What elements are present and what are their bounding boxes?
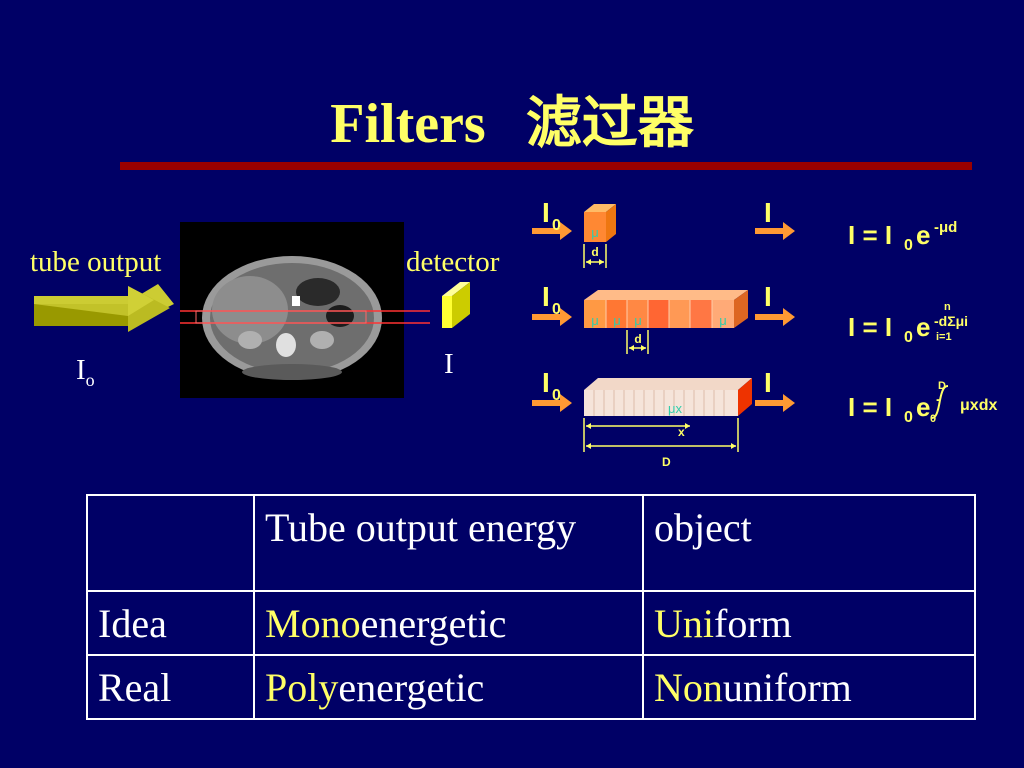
svg-text:e: e <box>916 220 930 250</box>
svg-text:0: 0 <box>904 409 913 426</box>
svg-text:I = I: I = I <box>848 312 892 342</box>
svg-text:0: 0 <box>904 237 913 254</box>
d-label-2: d <box>634 332 641 346</box>
cell-energy-real: Polyenergetic <box>254 655 643 719</box>
mu-label-1: μ <box>591 225 599 240</box>
svg-text:0: 0 <box>552 217 561 234</box>
table-header-object: object <box>643 495 975 591</box>
table-row: Real Polyenergetic Nonuniform <box>87 655 975 719</box>
formula-1: I = I 0 e -μd <box>848 219 957 254</box>
svg-text:I: I <box>764 367 772 398</box>
svg-text:-μd: -μd <box>934 219 957 236</box>
ct-scan-image <box>180 222 404 398</box>
svg-text:μ: μ <box>591 313 599 328</box>
svg-text:D: D <box>938 380 946 392</box>
svg-text:I: I <box>764 281 772 312</box>
x-label: x <box>678 425 685 439</box>
svg-text:μ: μ <box>634 313 642 328</box>
cell-energy-idea: Monoenergetic <box>254 591 643 655</box>
table-header-energy: Tube output energy <box>254 495 643 591</box>
row-label-idea: Idea <box>87 591 254 655</box>
svg-text:n: n <box>944 301 951 313</box>
table-header-empty <box>87 495 254 591</box>
d-label-1: d <box>591 245 598 259</box>
svg-text:e: e <box>916 312 930 342</box>
tube-output-arrow <box>34 284 174 332</box>
formula-3: I = I 0 e - D 0 μxdx <box>848 380 997 426</box>
svg-text:I: I <box>542 197 550 228</box>
svg-text:0: 0 <box>552 387 561 404</box>
svg-text:e: e <box>916 392 930 422</box>
svg-text:I: I <box>542 367 550 398</box>
svg-text:I = I: I = I <box>848 220 892 250</box>
D-label: D <box>662 455 671 469</box>
formula-2: I = I 0 e n -dΣμi i=1 <box>848 301 968 346</box>
svg-text:0: 0 <box>930 413 936 425</box>
table-header-row: Tube output energy object <box>87 495 975 591</box>
svg-text:0: 0 <box>552 301 561 318</box>
svg-text:i=1: i=1 <box>936 331 952 343</box>
svg-text:0: 0 <box>904 329 913 346</box>
mu-x-label: μx <box>668 401 682 416</box>
transmitted-arrows <box>755 222 795 412</box>
svg-text:μxdx: μxdx <box>960 397 997 414</box>
svg-text:I: I <box>542 281 550 312</box>
cell-object-idea: Uniform <box>643 591 975 655</box>
comparison-table: Tube output energy object Idea Monoenerg… <box>86 494 976 720</box>
svg-text:μ: μ <box>613 313 621 328</box>
x-and-D-markers <box>584 418 738 452</box>
svg-text:I: I <box>764 197 772 228</box>
detector-block <box>442 282 470 328</box>
single-slab <box>584 204 616 242</box>
svg-text:-dΣμi: -dΣμi <box>934 313 968 329</box>
cell-object-real: Nonuniform <box>643 655 975 719</box>
svg-text:μ: μ <box>719 313 727 328</box>
table-row: Idea Monoenergetic Uniform <box>87 591 975 655</box>
row-label-real: Real <box>87 655 254 719</box>
svg-text:I = I: I = I <box>848 392 892 422</box>
